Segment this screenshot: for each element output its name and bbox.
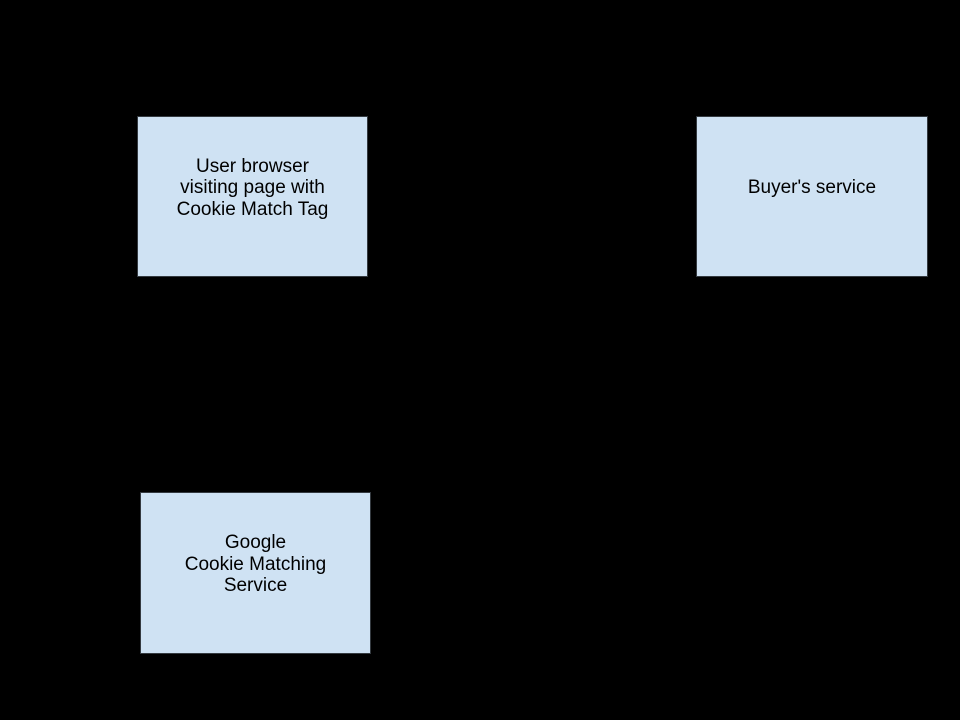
node-user-browser: User browser visiting page with Cookie M…: [137, 116, 368, 277]
node-google-cookie-matching-service-label: Google Cookie Matching Service: [184, 532, 327, 597]
node-buyers-service-label: Buyer's service: [747, 177, 877, 199]
node-google-cookie-matching-service: Google Cookie Matching Service: [140, 492, 371, 654]
node-user-browser-label: User browser visiting page with Cookie M…: [176, 155, 329, 220]
node-buyers-service: Buyer's service: [696, 116, 928, 277]
